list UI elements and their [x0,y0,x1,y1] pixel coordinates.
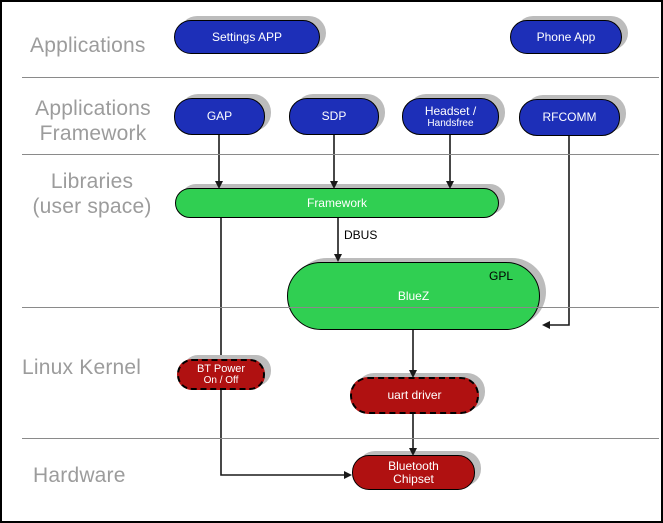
node-bluez: GPL BlueZ [287,262,540,330]
node-settings-app-label: Settings APP [211,29,283,44]
node-sdp-label: SDP [321,109,347,123]
node-uart-driver: uart driver [350,377,479,414]
node-settings-app: Settings APP [174,20,320,54]
layer-label-app-framework-line2: Framework [39,122,147,145]
layer-label-linux-kernel: Linux Kernel [22,356,142,379]
layer-label-libraries-line2: (user space) [32,195,152,218]
node-framework: Framework [175,188,499,218]
node-bt-power: BT Power On / Off [177,359,265,390]
divider-userspace-kernel [22,307,659,308]
node-chipset-line1: Bluetooth [388,458,439,473]
edge-framework-btpower-chipset [220,218,347,476]
node-gap-label: GAP [206,109,233,123]
node-rfcomm: RFCOMM [519,99,620,136]
layer-label-app-framework-line1: Applications [35,97,151,120]
arrowhead-dbus [334,254,342,262]
divider-framework [22,154,659,155]
node-headset-line2: Handsfree [427,117,474,129]
divider-applications [22,77,659,78]
node-bluetooth-chipset: Bluetooth Chipset [352,455,475,490]
layer-label-app-framework: Applications Framework [18,96,168,146]
arrowhead-rfcomm [542,321,550,329]
node-chipset-line2: Chipset [393,471,434,486]
edge-rfcomm-bluez [545,136,570,326]
node-rfcomm-label: RFCOMM [542,110,597,124]
layer-label-hardware: Hardware [33,464,126,487]
node-framework-label: Framework [306,195,367,210]
node-headset-handsfree: Headset / Handsfree [402,98,499,135]
layer-label-libraries-line1: Libraries [50,170,134,193]
node-bluez-gpl-badge: GPL [488,269,513,283]
node-uart-driver-label: uart driver [387,388,442,402]
arrowhead-chipset-left [344,471,352,479]
node-headset-line1: Headset / [424,103,477,118]
node-gap: GAP [174,98,265,135]
edge-label-dbus: DBUS [344,228,378,242]
node-phone-app-label: Phone App [536,29,596,44]
node-phone-app: Phone App [510,20,622,54]
layer-label-libraries: Libraries (user space) [14,169,170,219]
layer-label-applications: Applications [30,34,146,57]
node-bluez-label: BlueZ [397,288,430,303]
node-bt-power-line2: On / Off [203,375,239,386]
divider-kernel-hardware [22,438,659,439]
node-bt-power-line1: BT Power [196,363,246,375]
node-sdp: SDP [289,98,379,135]
